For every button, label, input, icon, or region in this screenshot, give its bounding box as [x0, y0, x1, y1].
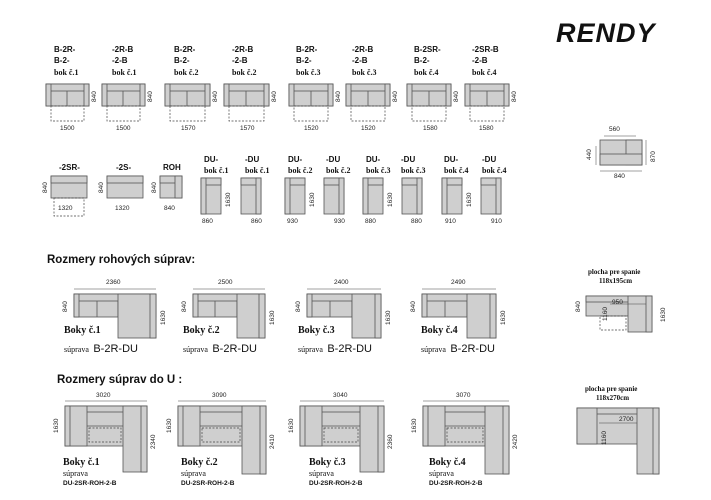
- module-bok-right: bok č.1: [112, 68, 137, 77]
- width-dim: 1570: [181, 125, 196, 132]
- module-label-right: -2R-B-2-B: [352, 45, 374, 65]
- module-bok-left: bok č.4: [414, 68, 439, 77]
- u-width-dim: 3090: [212, 392, 227, 399]
- width-dim: 1500: [116, 125, 131, 132]
- module-bok-left: bok č.3: [296, 68, 321, 77]
- width-dim: 1320: [58, 205, 73, 212]
- u-width-dim: 3040: [333, 392, 348, 399]
- u-code: DU-2SR-ROH-2-B: [309, 480, 363, 487]
- sleep-u-width-dim: 2700: [619, 416, 634, 423]
- sleep-u-title: plocha pre spanie: [585, 385, 638, 393]
- width-dim: 1520: [361, 125, 376, 132]
- u-boky-label: Boky č.2: [181, 457, 218, 468]
- u-depth-dim: 1630: [166, 418, 173, 433]
- u-suprava-label: súprava: [63, 469, 88, 478]
- sleep-u-height-dim: 1160: [601, 431, 608, 445]
- width-dim: 1580: [423, 125, 438, 132]
- sleep-u-size: 118x270cm: [596, 394, 630, 402]
- du-width-dim: 860: [202, 218, 213, 225]
- du-label-left: DU-bok č.2: [288, 155, 313, 175]
- module-label-right: -2R-B-2-B: [112, 45, 134, 65]
- module-label-right: -2R-B-2-B: [232, 45, 254, 65]
- corner-code-row: súprava B-2R-DU: [183, 343, 257, 355]
- corner-boky-label: Boky č.1: [64, 325, 101, 336]
- u-depth-dim: 1630: [288, 418, 295, 433]
- module-label-left: B-2R-B-2-: [296, 45, 318, 65]
- module-bok-right: bok č.2: [232, 68, 257, 77]
- du-width-dim: 910: [491, 218, 502, 225]
- corner-width-dim: 2360: [106, 279, 121, 286]
- u-boky-label: Boky č.1: [63, 457, 100, 468]
- module-bok-left: bok č.1: [54, 68, 79, 77]
- du-label-left: DU-bok č.4: [444, 155, 469, 175]
- u-sets-heading: Rozmery súprav do U :: [57, 374, 183, 386]
- module-label-left: B-2R-B-2-: [174, 45, 196, 65]
- u-suprava-label: súprava: [309, 469, 334, 478]
- u-width-dim: 3020: [96, 392, 111, 399]
- sleep-width-dim: 950: [612, 299, 623, 306]
- corner-sets-heading: Rozmery rohových súprav:: [47, 254, 196, 266]
- corner-boky-label: Boky č.3: [298, 325, 335, 336]
- corner-code-row: súprava B-2R-DU: [421, 343, 495, 355]
- u-length-dim: 2410: [269, 434, 276, 449]
- corner-code-row: súprava B-2R-DU: [298, 343, 372, 355]
- module-label: -2SR-: [59, 163, 80, 172]
- corner-width-dim: 2400: [334, 279, 349, 286]
- module-label-left: B-2R-B-2-: [54, 45, 76, 65]
- width-dim: 1320: [115, 205, 130, 212]
- sleep-corner-size: 118x195cm: [599, 277, 633, 285]
- sofa-module-drawing: [45, 83, 510, 107]
- du-width-dim: 860: [251, 218, 262, 225]
- du-label-left: DU-bok č.1: [204, 155, 229, 175]
- module-label-left: B-2SR-B-2-: [414, 45, 441, 65]
- modules-top-drawing: [45, 83, 510, 122]
- du-width-dim: 880: [411, 218, 422, 225]
- sleep-corner-title: plocha pre spanie: [588, 268, 641, 276]
- width-dim: 1520: [304, 125, 319, 132]
- u-code: DU-2SR-ROH-2-B: [63, 480, 117, 487]
- u-length-dim: 2420: [512, 434, 519, 449]
- side-width-dim: 560: [609, 126, 620, 133]
- u-suprava-label: súprava: [181, 469, 206, 478]
- u-depth-dim: 1630: [53, 418, 60, 433]
- u-code: DU-2SR-ROH-2-B: [429, 480, 483, 487]
- pullout-dashes: [50, 105, 505, 122]
- du-width-dim: 910: [445, 218, 456, 225]
- du-width-dim: 880: [365, 218, 376, 225]
- module-bok-right: bok č.4: [472, 68, 497, 77]
- module-label: ROH: [163, 163, 181, 172]
- u-boky-label: Boky č.3: [309, 457, 346, 468]
- u-width-dim: 3070: [456, 392, 471, 399]
- module-bok-right: bok č.3: [352, 68, 377, 77]
- u-length-dim: 2360: [387, 434, 394, 449]
- u-boky-label: Boky č.4: [429, 457, 466, 468]
- width-dim: 1500: [60, 125, 75, 132]
- u-depth-dim: 1630: [411, 418, 418, 433]
- u-code: DU-2SR-ROH-2-B: [181, 480, 235, 487]
- u-suprava-label: súprava: [429, 469, 454, 478]
- module-bok-left: bok č.2: [174, 68, 199, 77]
- du-width-dim: 930: [334, 218, 345, 225]
- corner-boky-label: Boky č.4: [421, 325, 458, 336]
- width-dim: 1570: [240, 125, 255, 132]
- width-dim: 840: [164, 205, 175, 212]
- corner-width-dim: 2500: [218, 279, 233, 286]
- corner-width-dim: 2490: [451, 279, 466, 286]
- brand-title: RENDY: [556, 18, 656, 48]
- corner-code-row: súprava B-2R-DU: [64, 343, 138, 355]
- side-depth-dim: 840: [614, 173, 625, 180]
- u-length-dim: 2340: [150, 434, 157, 449]
- du-width-dim: 930: [287, 218, 298, 225]
- module-label: -2S-: [116, 163, 132, 172]
- width-dim: 1580: [479, 125, 494, 132]
- corner-boky-label: Boky č.2: [183, 325, 220, 336]
- module-label-right: -2SR-B-2-B: [472, 45, 499, 65]
- du-label-left: DU-bok č.3: [366, 155, 391, 175]
